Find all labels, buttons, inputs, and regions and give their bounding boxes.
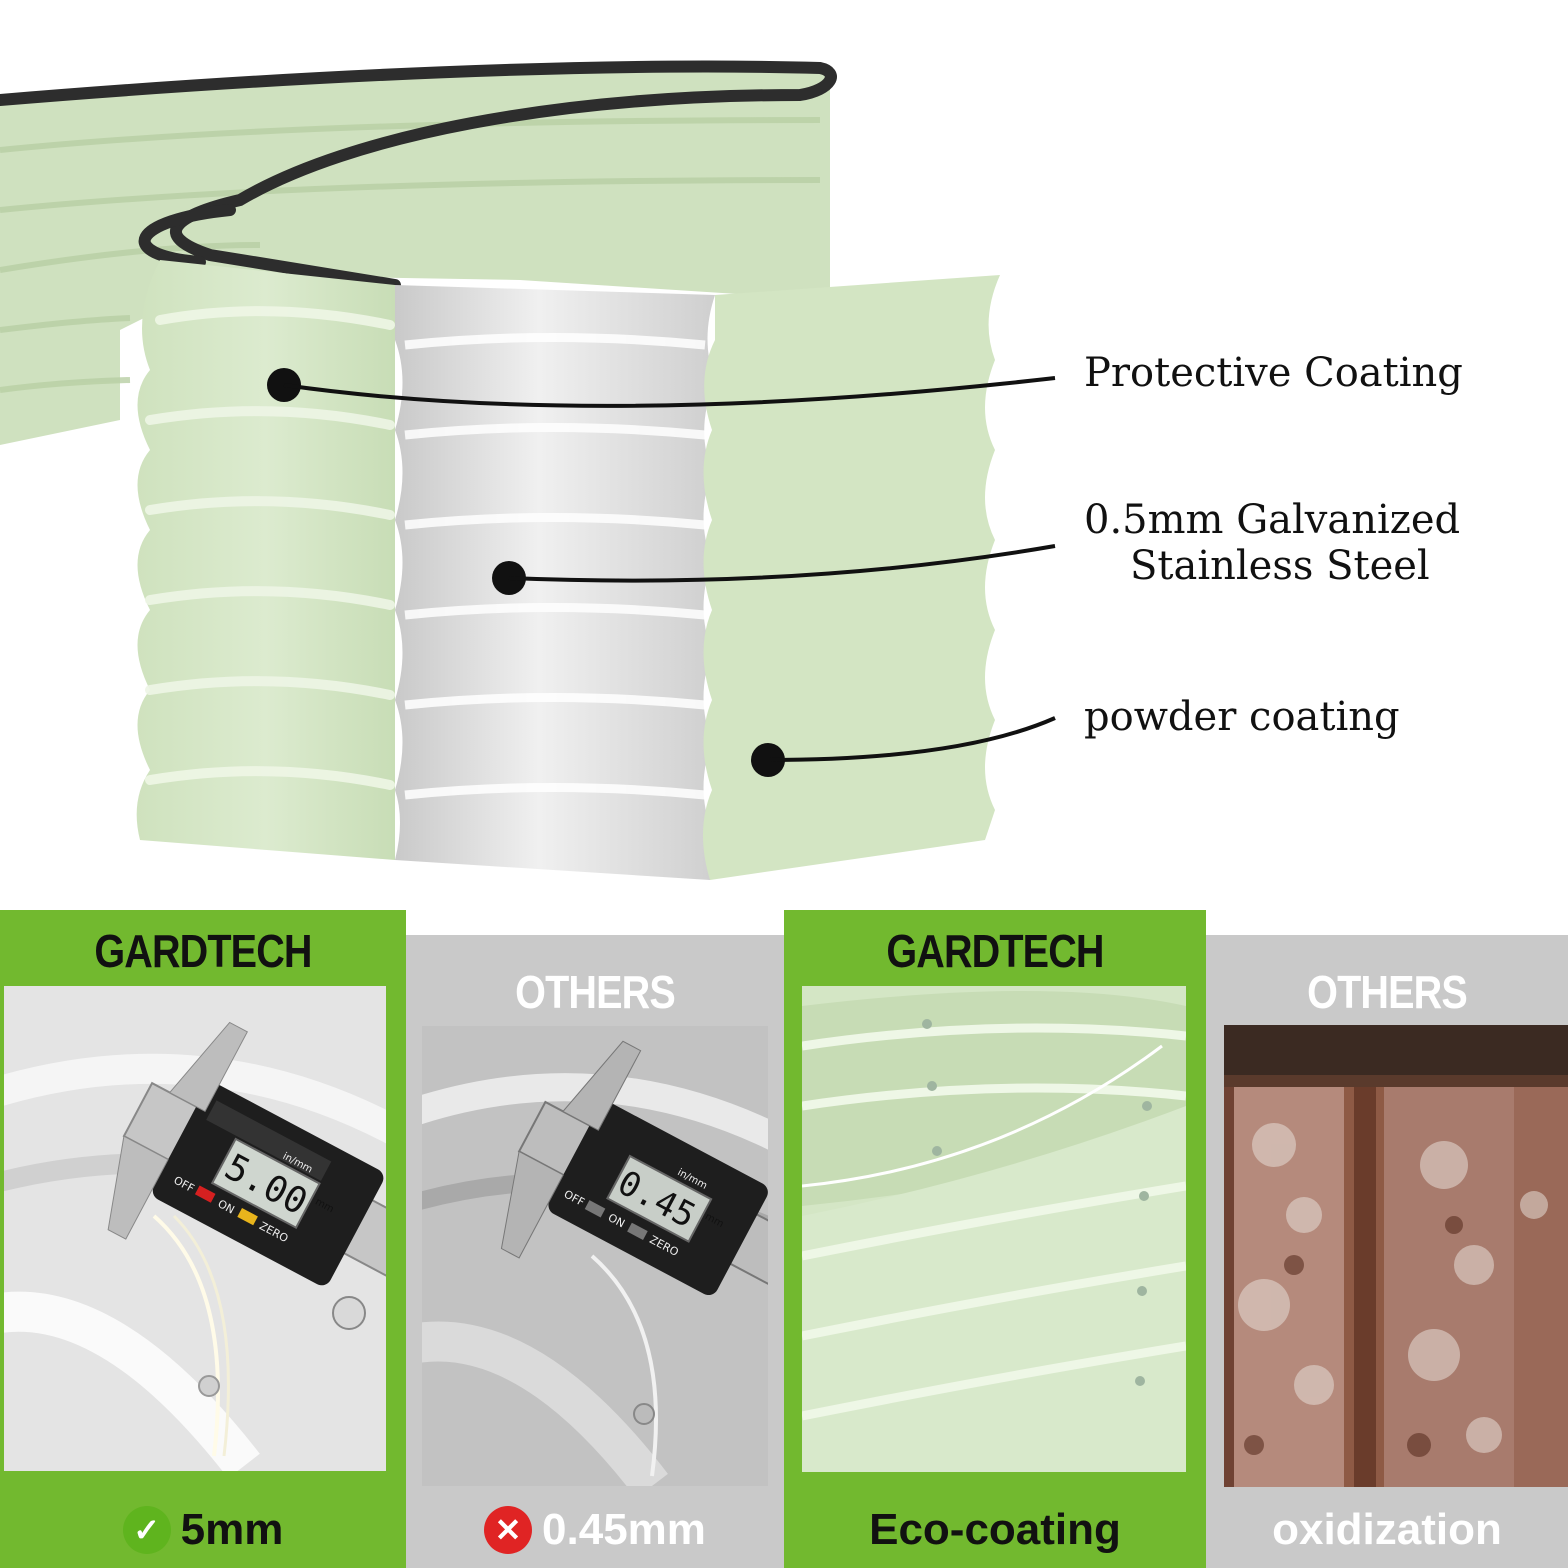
zero-button — [237, 1207, 258, 1226]
off-button — [194, 1185, 216, 1203]
panel-title: OTHERS — [515, 966, 676, 1018]
callout-steel-line2: Stainless Steel — [1130, 543, 1430, 589]
panel-caption: ✕ 0.45mm — [406, 1498, 784, 1562]
eco-coating-photo — [802, 986, 1186, 1472]
caption-text: 0.45mm — [542, 1505, 706, 1554]
panel-gardtech-coating: GARDTECH Eco-coating — [784, 910, 1206, 1568]
panel-title: OTHERS — [1307, 966, 1468, 1018]
panel-gardtech-thickness: GARDTECH 5.00 mm in/mm OFF ON ZERO — [0, 910, 406, 1568]
rust-oxidization-photo — [1224, 1025, 1568, 1487]
off-button — [584, 1200, 606, 1218]
panel-caption: ✓ 5mm — [0, 1498, 406, 1562]
raised-bed-cross-section — [0, 60, 1056, 880]
panel-others-coating: OTHERS oxidization — [1206, 935, 1568, 1568]
caliper-photo-5mm: 5.00 mm in/mm OFF ON ZERO 3 80 — [4, 986, 386, 1471]
caliper-photo-045mm: 0.45 mm in/mm OFF ON ZERO — [422, 1026, 768, 1486]
callout-steel-line1: 0.5mm Galvanized — [1084, 497, 1461, 543]
panel-caption: Eco-coating — [784, 1498, 1206, 1562]
panel-caption: oxidization — [1206, 1498, 1568, 1562]
caption-text: 5mm — [180, 1505, 284, 1554]
panel-title: GARDTECH — [886, 925, 1104, 977]
x-icon: ✕ — [484, 1506, 533, 1554]
zero-button — [627, 1222, 648, 1240]
check-icon: ✓ — [122, 1506, 171, 1554]
caption-text: oxidization — [1272, 1505, 1502, 1554]
caption-text: Eco-coating — [869, 1505, 1121, 1554]
panel-title: GARDTECH — [94, 925, 312, 977]
callout-protective-coating: Protective Coating — [1084, 350, 1463, 396]
hero-illustration: Protective Coating 0.5mm Galvanized Stai… — [0, 60, 1463, 880]
panel-others-thickness: OTHERS 0.45 mm in/mm OFF ON ZERO — [406, 935, 784, 1568]
callout-powder-coating: powder coating — [1084, 694, 1400, 740]
